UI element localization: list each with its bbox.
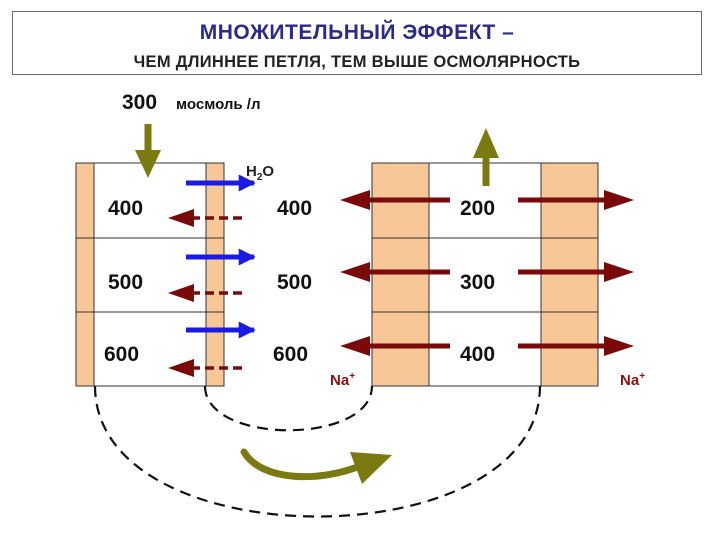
sodium-arrow-head bbox=[604, 190, 634, 210]
sodium-dashed-head bbox=[168, 284, 194, 302]
water-arrows bbox=[186, 174, 256, 339]
sodium-pump-arrows bbox=[340, 190, 634, 356]
water-label: H2O bbox=[246, 163, 274, 183]
loop-inner-dashed bbox=[203, 385, 374, 432]
descending-value: 500 bbox=[108, 271, 143, 294]
input-osmolarity-unit: мосмоль /л bbox=[176, 96, 261, 113]
sodium-dashed-head bbox=[168, 359, 194, 377]
sodium-arrow-head bbox=[340, 262, 370, 282]
sodium-label-right: Na+ bbox=[620, 371, 645, 389]
sodium-arrow-head bbox=[340, 190, 370, 210]
descending-value: 600 bbox=[104, 343, 139, 366]
inflow-arrow bbox=[135, 124, 161, 178]
loop-flow-arrow bbox=[240, 448, 392, 484]
interstitium-value: 600 bbox=[273, 343, 308, 366]
sodium-diffusion-arrows bbox=[168, 209, 242, 377]
interstitium-value: 400 bbox=[277, 197, 312, 220]
ascending-value: 200 bbox=[460, 197, 495, 220]
sodium-label-left: Na+ bbox=[330, 371, 355, 389]
descending-inner-wall bbox=[205, 162, 225, 387]
descending-limb bbox=[75, 162, 225, 387]
sodium-dashed-head bbox=[168, 209, 194, 227]
loop-outer-dashed bbox=[93, 385, 542, 518]
title-box: МНОЖИТЕЛЬНЫЙ ЭФФЕКТ – ЧЕМ ДЛИННЕЕ ПЕТЛЯ,… bbox=[12, 11, 702, 75]
sodium-arrow-head bbox=[604, 336, 634, 356]
sodium-arrow-head bbox=[340, 336, 370, 356]
sodium-arrow-head bbox=[604, 262, 634, 282]
descending-value: 400 bbox=[108, 197, 143, 220]
title-main: МНОЖИТЕЛЬНЫЙ ЭФФЕКТ – bbox=[199, 21, 515, 44]
title-subtitle: ЧЕМ ДЛИННЕЕ ПЕТЛЯ, ТЕМ ВЫШЕ ОСМОЛЯРНОСТЬ bbox=[133, 53, 581, 71]
interstitium-value: 500 bbox=[277, 271, 312, 294]
ascending-value: 400 bbox=[460, 343, 495, 366]
descending-lumen bbox=[93, 162, 207, 387]
ascending-value: 300 bbox=[460, 271, 495, 294]
descending-outer-wall bbox=[75, 162, 95, 387]
input-osmolarity-value: 300 bbox=[122, 91, 157, 114]
outflow-arrow bbox=[473, 128, 499, 186]
